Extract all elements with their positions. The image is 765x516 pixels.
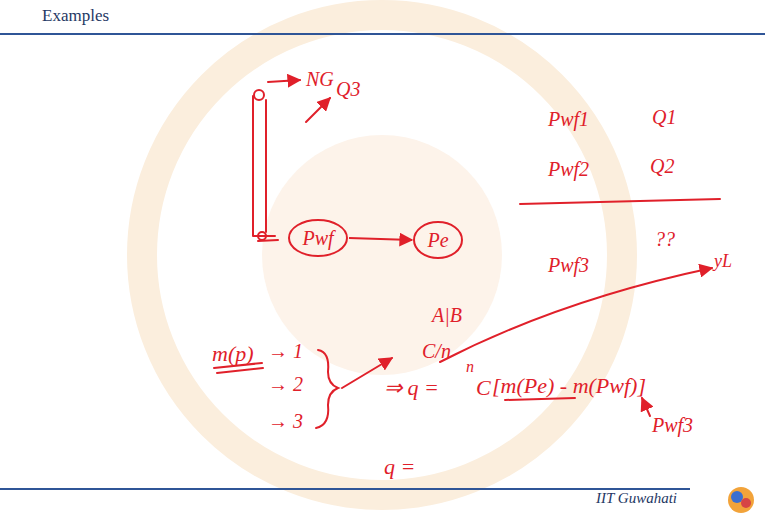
equation-part: [m(Pe) - m(Pwf)] [492, 374, 646, 398]
footer-text: IIT Guwahati [596, 490, 677, 507]
unknown-mark: ?? [655, 228, 675, 250]
case-number: → 3 [268, 410, 303, 432]
pressure-label: Pwf3 [652, 414, 693, 436]
flow-arrow [268, 80, 300, 82]
watermark-ring [142, 15, 622, 495]
exponent: n [466, 358, 474, 376]
radial-line [258, 240, 278, 241]
header-rule [0, 33, 765, 35]
case-number: → 1 [268, 340, 303, 362]
flow-arrow [306, 98, 330, 122]
method-label: A|B [432, 304, 462, 326]
ellipse-outline [289, 220, 347, 256]
rate-label: Q3 [336, 78, 360, 100]
logo [741, 498, 751, 508]
pressure-label: Pwf2 [548, 158, 589, 180]
rate-label: Q2 [650, 155, 674, 177]
rate-label: Q1 [652, 106, 676, 128]
well-bottom [258, 232, 266, 240]
slide-title: Examples [42, 7, 109, 26]
ellipse-outline [414, 222, 462, 258]
equation-part: q = [384, 455, 415, 479]
target-label: yL [714, 252, 732, 272]
well-bore [253, 96, 275, 236]
pressure-label: Pwf1 [548, 108, 589, 130]
table-rule [520, 199, 720, 204]
circled-term: Pwf [287, 218, 349, 258]
footer-rule [0, 488, 690, 490]
logo [731, 491, 743, 503]
circled-term: Pe [412, 220, 464, 260]
watermark-disc [262, 135, 502, 375]
logo [728, 487, 754, 513]
pressure-label: Pwf3 [548, 254, 589, 276]
node-text: Pe [427, 229, 448, 251]
method-label: C/n [422, 340, 451, 362]
case-number: → 2 [268, 373, 303, 395]
equation-part: C [476, 376, 491, 400]
equation-part: ⇒ q = [384, 376, 439, 400]
brace [316, 350, 338, 428]
pointer-arrow [642, 398, 650, 416]
pseudo-pressure: m(p) [212, 342, 254, 366]
arrow-connector [349, 238, 412, 240]
underline [505, 398, 575, 400]
wellhead [254, 90, 264, 100]
curved-arrow [440, 268, 712, 362]
node-text: Pwf [302, 227, 333, 249]
gas-label: NG [306, 68, 334, 90]
